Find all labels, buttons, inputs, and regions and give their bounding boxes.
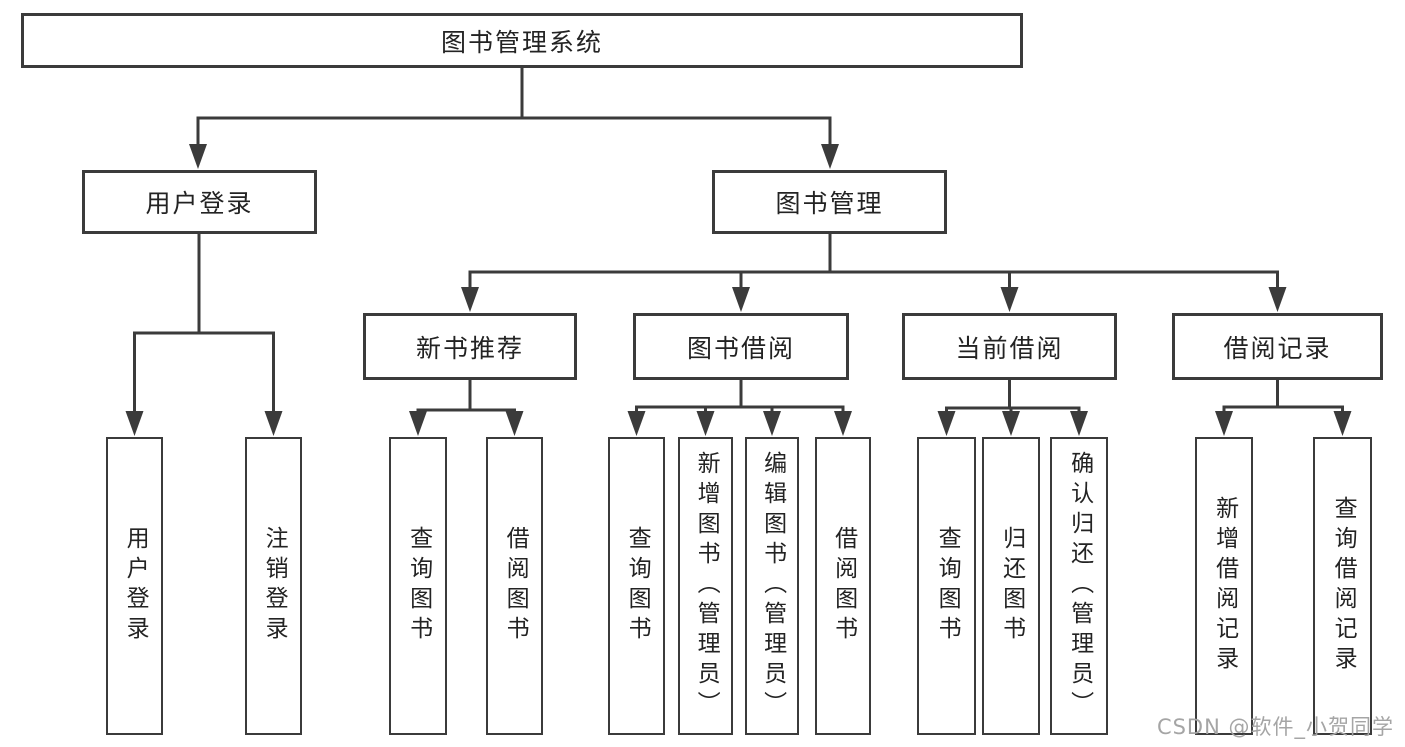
node-current-borrow: 当前借阅 [902,313,1117,380]
node-label: 编辑图书（管理员） [759,451,786,721]
connector-user-login-children [125,234,283,436]
leaf-add-book-admin: 新增图书（管理员） [678,437,733,735]
node-label: 归还图书 [998,526,1025,646]
connector-book-borrow-children [627,380,852,436]
node-label: 查询图书 [405,526,432,646]
watermark: CSDN @软件_小贺同学 [1156,715,1394,739]
node-label: 图书借阅 [686,333,795,363]
node-label: 借阅图书 [502,526,529,646]
leaf-add-borrow-record: 新增借阅记录 [1195,437,1253,735]
leaf-query-books-borrow: 查询图书 [608,437,665,735]
node-user-login: 用户登录 [82,170,317,234]
connector-borrow-records-children [1215,380,1352,436]
node-label: 图书管理系统 [440,27,603,57]
node-label: 新增图书（管理员） [693,451,720,721]
node-label: 图书管理 [775,189,884,218]
connector-current-borrow-children [937,380,1088,436]
node-root: 图书管理系统 [21,13,1023,68]
node-label: 确认归还（管理员） [1066,451,1093,721]
node-borrow-records: 借阅记录 [1172,313,1383,380]
node-new-book-recommend: 新书推荐 [363,313,577,380]
leaf-query-books-current: 查询图书 [917,437,976,735]
connector-book-management-children [461,234,1287,312]
connector-new-book-recommend-children [409,380,524,436]
node-label: 新书推荐 [415,333,524,363]
node-book-management: 图书管理 [712,170,947,234]
leaf-user-login: 用户登录 [106,437,163,735]
leaf-return-books: 归还图书 [982,437,1040,735]
leaf-query-borrow-record: 查询借阅记录 [1313,437,1372,735]
node-book-borrow: 图书借阅 [633,313,849,380]
node-label: 新增借阅记录 [1211,496,1238,676]
node-label: 注销登录 [261,526,288,646]
leaf-confirm-return-admin: 确认归还（管理员） [1050,437,1108,735]
leaf-query-books-recommend: 查询图书 [389,437,447,735]
leaf-edit-book-admin: 编辑图书（管理员） [745,437,799,735]
connector-root-to-branches [189,68,839,169]
node-label: 查询图书 [624,526,651,646]
leaf-borrow-books: 借阅图书 [815,437,871,735]
leaf-logout: 注销登录 [245,437,302,735]
node-label: 当前借阅 [955,333,1064,363]
node-label: 用户登录 [145,189,254,218]
leaf-borrow-books-recommend: 借阅图书 [486,437,543,735]
node-label: 查询图书 [934,526,961,646]
node-label: 用户登录 [122,526,149,646]
node-label: 借阅图书 [830,526,857,646]
node-label: 借阅记录 [1223,333,1332,363]
node-label: 查询借阅记录 [1330,496,1357,676]
